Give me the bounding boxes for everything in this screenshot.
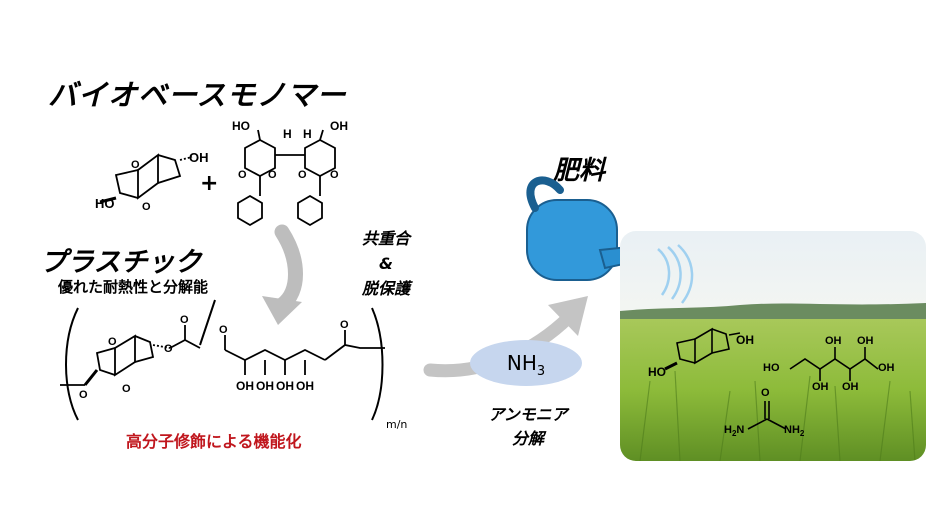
nh2-sub: 2 <box>799 429 805 439</box>
deprotection-text: 脱保護 <box>361 279 410 298</box>
rice-field-image <box>620 231 926 461</box>
o-label: O <box>761 387 770 399</box>
ammonia-decomposition-label: アンモニア 分解 <box>468 403 588 451</box>
plastic-title: プラスチック <box>40 247 202 278</box>
o-label: O <box>131 159 140 171</box>
repeat-index: m/n <box>386 418 408 431</box>
ho-label: HO <box>232 119 250 133</box>
plastic-subtitle: 優れた耐熱性と分解能 <box>58 278 209 296</box>
oh-label: OH <box>878 362 895 374</box>
ammonia-text: アンモニア <box>488 405 568 424</box>
oh-label: OH <box>842 381 859 393</box>
oh-label: OH <box>825 335 842 347</box>
copolymer-structure <box>60 325 385 386</box>
isosorbide-structure <box>99 153 193 204</box>
plus-sign: + <box>200 171 218 196</box>
oh-label: OH <box>330 119 348 133</box>
h-label: H <box>303 127 312 141</box>
oh-label: OH <box>857 335 874 347</box>
oh-label: OH <box>276 379 294 393</box>
fertilizer-molecules <box>664 327 879 430</box>
copolymerization-text: 共重合 <box>361 229 410 248</box>
oh-label: OH <box>296 379 314 393</box>
ho-label: HO <box>763 362 780 374</box>
o-label: O <box>268 169 277 181</box>
watering-can-icon <box>526 176 669 281</box>
h-label: H <box>283 127 292 141</box>
h2-sub: 2 <box>731 429 737 439</box>
o-label: O <box>142 201 151 213</box>
o-label: O <box>298 169 307 181</box>
o-label: O <box>164 343 173 355</box>
o-label: O <box>108 336 117 348</box>
ho-label: HO <box>95 196 115 211</box>
o-label: O <box>330 169 339 181</box>
nh3-sub: 3 <box>536 364 546 379</box>
oh-label: OH <box>236 379 254 393</box>
sorbitol-structure <box>789 347 879 381</box>
oh-label: OH <box>812 381 829 393</box>
h2-text: H <box>724 424 732 436</box>
modification-label: 高分子修飾による機能化 <box>126 432 302 451</box>
o-label: O <box>340 319 349 331</box>
decomposition-text: 分解 <box>511 429 544 448</box>
fertilizer-label: 肥料 <box>553 156 606 186</box>
o-label: O <box>79 389 88 401</box>
o-label: O <box>219 324 228 336</box>
o-label: O <box>180 314 189 326</box>
protected-sugar-structure <box>237 129 336 227</box>
ampersand-text: & <box>379 254 393 273</box>
monomer-title: バイオベースモノマー <box>48 78 347 112</box>
polymer-brackets <box>65 299 384 421</box>
oh-label: OH <box>189 150 209 165</box>
nh2-label: NH2 <box>784 424 804 438</box>
nh3-bubble: NH3 <box>470 340 582 386</box>
copolymerization-label: 共重合 & 脱保護 <box>351 226 421 301</box>
rice-field-photo: OH HO HO OH OH OH OH OH O H2N NH2 <box>620 231 926 461</box>
o-label: O <box>122 383 131 395</box>
nh2-text: NH <box>784 424 800 436</box>
oh-label: OH <box>256 379 274 393</box>
arrow-polymerization <box>262 224 303 325</box>
nh3-main: NH <box>506 351 537 375</box>
isosorbide-structure <box>664 327 741 371</box>
ho-label: HO <box>648 365 666 379</box>
urea-structure <box>747 401 787 430</box>
n-text: N <box>736 424 745 436</box>
o-label: O <box>238 169 247 181</box>
h2n-label: H2N <box>724 424 744 438</box>
oh-label: OH <box>736 333 754 347</box>
